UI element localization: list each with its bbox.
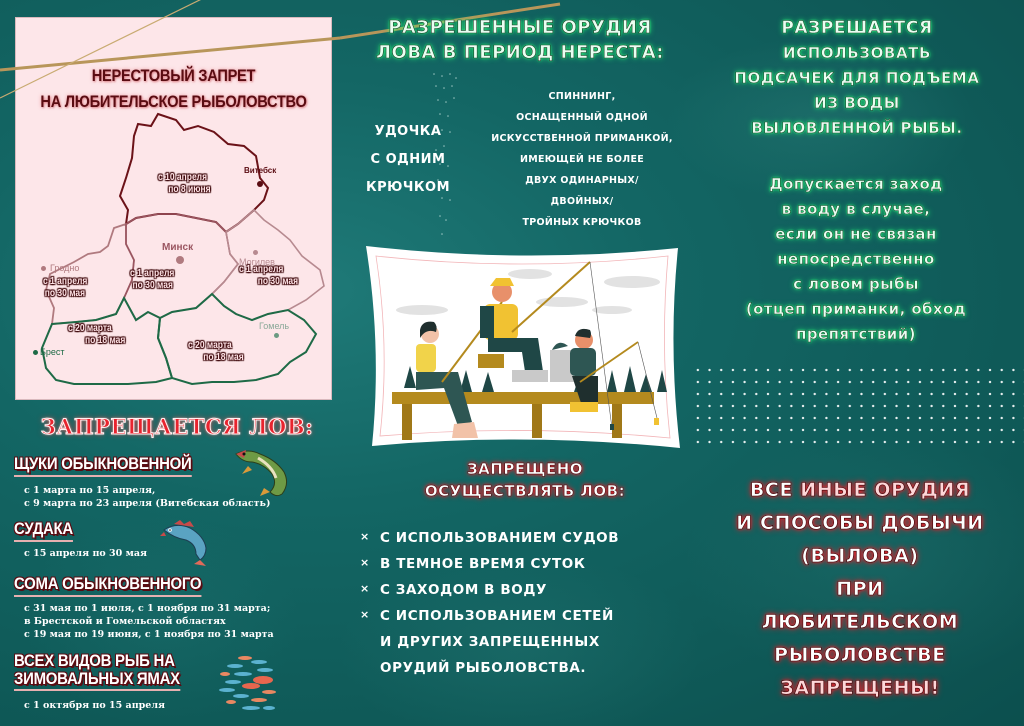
species-zander-dates: с 15 апреля по 30 мая <box>24 548 147 559</box>
species-wintering-pits-heading: ВСЕХ ВИДОВ РЫБ НА ЗИМОВАЛЬНЫХ ЯМАХ <box>14 652 180 691</box>
water-entry-allowed-text: Допускается заход в воду в случае, если … <box>745 175 967 344</box>
landing-net-allowed-text: РАЗРЕШАЕТСЯ ИСПОЛЬЗОВАТЬ ПОДСАЧЕК ДЛЯ ПО… <box>734 18 980 138</box>
city-grodno-marker <box>41 266 46 271</box>
city-minsk-marker <box>176 256 184 264</box>
spinning-rod-text: СПИННИНГ, ОСНАЩЕННЫЙ ОДНОЙ ИСКУССТВЕННОЙ… <box>491 91 673 228</box>
city-brest: Брест <box>40 347 65 357</box>
list-item: ×С ИСПОЛЬЗОВАНИЕМ СУДОВ <box>358 525 688 551</box>
cross-bullet-icon: × <box>360 582 370 595</box>
all-other-gear-prohibited-text: ВСЕ ИНЫЕ ОРУДИЯ И СПОСОБЫ ДОБЫЧИ (ВЫЛОВА… <box>736 479 984 700</box>
species-wintering-pits-dates: с 1 октября по 15 апреля <box>24 700 166 711</box>
species-pike-heading: ЩУКИ ОБЫКНОВЕННОЙ <box>14 454 192 477</box>
species-catfish-dates: с 31 мая по 1 июля, с 1 ноября по 31 мар… <box>24 603 274 640</box>
city-gomel-marker <box>274 333 279 338</box>
family-fishing-illustration <box>366 246 680 448</box>
forbidden-activities-list: ×С ИСПОЛЬЗОВАНИЕМ СУДОВ ×В ТЕМНОЕ ВРЕМЯ … <box>358 525 688 681</box>
list-item: ×С ЗАХОДОМ В ВОДУ <box>358 577 688 603</box>
cross-bullet-icon: × <box>360 608 370 621</box>
city-gomel: Гомель <box>259 321 290 331</box>
city-minsk: Минск <box>162 242 194 253</box>
city-brest-marker <box>33 350 38 355</box>
prohibited-fishing-title: ЗАПРЕЩАЕТСЯ ЛОВ: <box>40 414 314 440</box>
list-item: ×В ТЕМНОЕ ВРЕМЯ СУТОК <box>358 551 688 577</box>
species-zander-heading: СУДАКА <box>14 519 73 542</box>
spawning-ban-map-panel: НЕРЕСТОВЫЙ ЗАПРЕТ НА ЛЮБИТЕЛЬСКОЕ РЫБОЛО… <box>15 17 332 400</box>
species-pike-dates: с 1 марта по 15 апреля, с 9 марта по 23 … <box>24 485 271 509</box>
city-vitebsk: Витебск <box>244 166 277 175</box>
list-item-continuation: И ДРУГИХ ЗАПРЕЩЕННЫХ <box>380 634 600 650</box>
cross-bullet-icon: × <box>360 530 370 543</box>
fish-school-icon <box>219 656 276 710</box>
list-item: ×С ИСПОЛЬЗОВАНИЕМ СЕТЕЙ <box>358 603 688 629</box>
city-vitebsk-marker <box>257 181 263 187</box>
belarus-map-outline <box>40 112 325 386</box>
decorative-dot-grid <box>690 362 1024 444</box>
species-catfish-heading: СОМА ОБЫКНОВЕННОГО <box>14 574 202 597</box>
rod-single-hook-text: УДОЧКА С ОДНИМ КРЮЧКОМ <box>365 124 451 195</box>
allowed-gear-title: РАЗРЕШЕННЫЕ ОРУДИЯ ЛОВА В ПЕРИОД НЕРЕСТА… <box>376 17 664 64</box>
city-mogilev: Могилев <box>239 257 275 267</box>
cross-bullet-icon: × <box>360 556 370 569</box>
forbidden-activities-title: ЗАПРЕЩЕНО ОСУЩЕСТВЛЯТЬ ЛОВ: <box>424 460 626 501</box>
zander-icon <box>160 520 207 566</box>
city-grodno: Гродно <box>50 263 80 273</box>
pike-icon <box>235 450 288 497</box>
city-mogilev-marker <box>253 250 258 255</box>
list-item-continuation: ОРУДИЙ РЫБОЛОВСТВА. <box>380 660 587 676</box>
